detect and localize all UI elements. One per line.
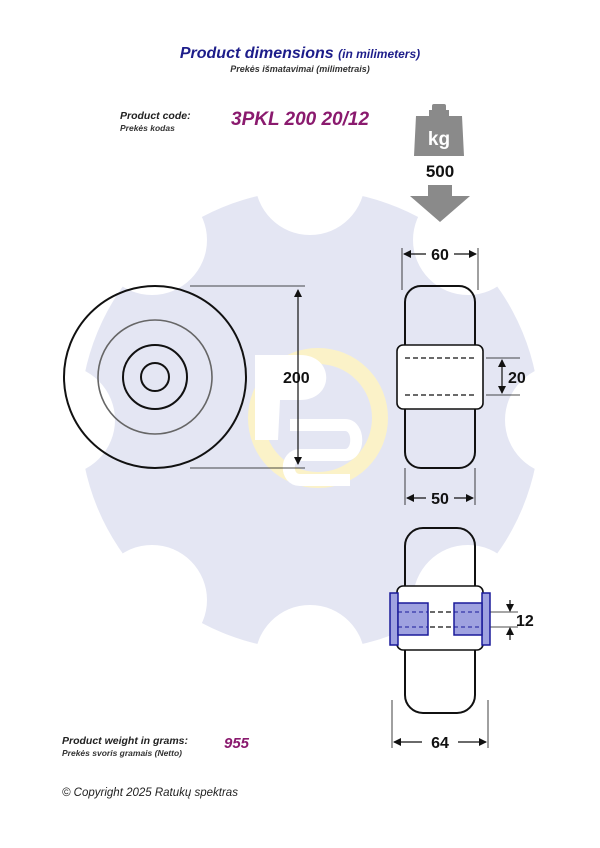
watermark-logo: [5, 125, 600, 715]
bearing-right: [453, 592, 491, 646]
diameter-label: 200: [283, 370, 310, 387]
copyright-text: © Copyright 2025 Ratukų spektras: [62, 787, 238, 799]
product-code-label-sub: Prekės kodas: [120, 123, 175, 133]
page-subtitle: Prekės išmatavimai (milimetrais): [230, 64, 370, 74]
bearing-left: [389, 592, 429, 646]
title-main: Product dimensions: [179, 45, 334, 62]
wheel-front-view: [63, 285, 305, 469]
weight-value: 955: [224, 735, 250, 752]
hub-length-label: 64: [431, 735, 449, 752]
weight-label-sub: Prekės svoris gramais (Netto): [62, 748, 182, 758]
page-title: Product dimensions (in milimeters): [0, 45, 600, 63]
tread-width-label: 60: [431, 247, 449, 264]
hub-body-width-label: 50: [431, 491, 449, 508]
weight-icon-text: kg: [428, 129, 450, 150]
weight-label: Product weight in grams:: [62, 735, 189, 747]
axle-bore-label: 20: [508, 370, 526, 387]
title-suffix: (in milimeters): [338, 47, 421, 61]
product-code-value: 3PKL 200 20/12: [231, 109, 370, 130]
weight-icon: kg: [414, 104, 464, 156]
load-capacity-value: 500: [426, 162, 454, 181]
product-code-label: Product code:: [120, 110, 191, 122]
wheel-side-view: [396, 248, 520, 505]
bearing-bore-label: 12: [516, 613, 534, 630]
load-arrow-icon: [410, 185, 470, 222]
